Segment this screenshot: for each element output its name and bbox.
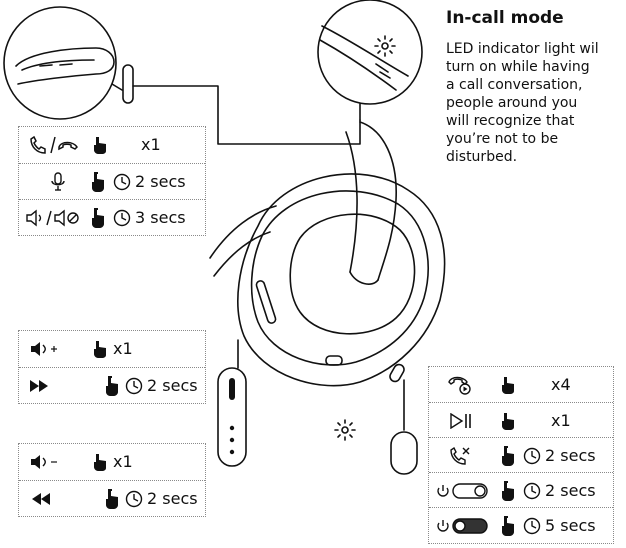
cup-button-power — [389, 363, 405, 383]
microphone-icon — [51, 164, 65, 199]
press-hold-hand-icon — [103, 368, 121, 403]
panel-row: 2 secs — [19, 163, 205, 199]
volume-down-icon — [29, 444, 63, 479]
tap-hand-icon — [91, 444, 109, 479]
section-description: LED indicator light wil turn on while ha… — [446, 40, 626, 166]
press-count: x1 — [113, 452, 133, 471]
hold-duration: 2 secs — [147, 489, 198, 508]
panel-row: x1 — [19, 444, 205, 479]
clock-icon — [523, 438, 541, 473]
panel-row: 3 secs — [19, 199, 205, 235]
press-hold-hand-icon — [89, 164, 107, 199]
press-hold-hand-icon — [499, 438, 517, 473]
hold-duration: 2 secs — [545, 481, 596, 500]
anc-toggle-icon — [25, 200, 83, 235]
description-line: you’re not to be — [446, 131, 559, 147]
press-count: x1 — [141, 135, 161, 154]
power-switch-off-icon — [435, 508, 491, 543]
volume-capsule — [217, 367, 247, 467]
clock-icon — [113, 200, 131, 235]
description-line: people around you — [446, 95, 578, 111]
clock-icon — [125, 481, 143, 516]
description-line: turn on while having — [446, 59, 590, 75]
press-hold-hand-icon — [499, 508, 517, 543]
panel-row: 2 secs — [19, 480, 205, 516]
panel-row: x1 — [19, 127, 205, 162]
reject-call-icon — [449, 438, 471, 473]
panel-power-media: x4 x1 2 secs — [428, 366, 614, 544]
led-spark-top — [374, 35, 396, 57]
cup-button-play — [325, 355, 343, 366]
press-count: x1 — [113, 339, 133, 358]
panel-volume-down: x1 2 secs — [18, 443, 206, 517]
clock-icon — [113, 164, 131, 199]
tap-hand-icon — [499, 367, 517, 402]
panel-call-controls: x1 2 secs 3 secs — [18, 126, 206, 236]
description-line: will recognize that — [446, 113, 575, 129]
clock-icon — [523, 473, 541, 508]
voice-assistant-icon — [447, 367, 473, 402]
clock-icon — [523, 508, 541, 543]
panel-row: 2 secs — [429, 437, 613, 473]
power-switch-on-icon — [435, 473, 491, 508]
clock-icon — [125, 368, 143, 403]
play-pause-icon — [449, 403, 473, 438]
power-capsule — [390, 431, 418, 475]
panel-row: x4 — [429, 367, 613, 402]
section-heading: In-call mode — [446, 8, 564, 28]
hold-duration: 2 secs — [147, 376, 198, 395]
cup-button-volume — [255, 280, 277, 324]
press-hold-hand-icon — [103, 481, 121, 516]
panel-row: 5 secs — [429, 507, 613, 543]
hold-duration: 2 secs — [545, 446, 596, 465]
description-line: a call conversation, — [446, 77, 583, 93]
hold-duration: 2 secs — [135, 172, 186, 191]
description-line: disturbed. — [446, 149, 518, 165]
tap-hand-icon — [499, 403, 517, 438]
previous-track-icon — [29, 481, 51, 516]
press-count: x1 — [551, 411, 571, 430]
panel-row: 2 secs — [429, 472, 613, 508]
description-line: LED indicator light wil — [446, 41, 599, 57]
callout-circle-left — [3, 6, 117, 120]
press-hold-hand-icon — [499, 473, 517, 508]
hold-duration: 3 secs — [135, 208, 186, 227]
press-count: x4 — [551, 375, 571, 394]
led-spark-bottom — [334, 419, 356, 441]
volume-up-icon — [29, 331, 63, 366]
panel-row: x1 — [429, 402, 613, 438]
hold-duration: 5 secs — [545, 516, 596, 535]
call-answer-end-icon — [29, 127, 81, 162]
tap-hand-icon — [91, 331, 109, 366]
panel-volume-up: x1 2 secs — [18, 330, 206, 404]
press-hold-hand-icon — [89, 200, 107, 235]
panel-row: x1 — [19, 331, 205, 366]
next-track-icon — [29, 368, 51, 403]
tap-hand-icon — [91, 127, 109, 162]
panel-row: 2 secs — [19, 367, 205, 403]
callout-circle-right — [317, 0, 423, 105]
button-capsule-top-left — [122, 64, 134, 104]
